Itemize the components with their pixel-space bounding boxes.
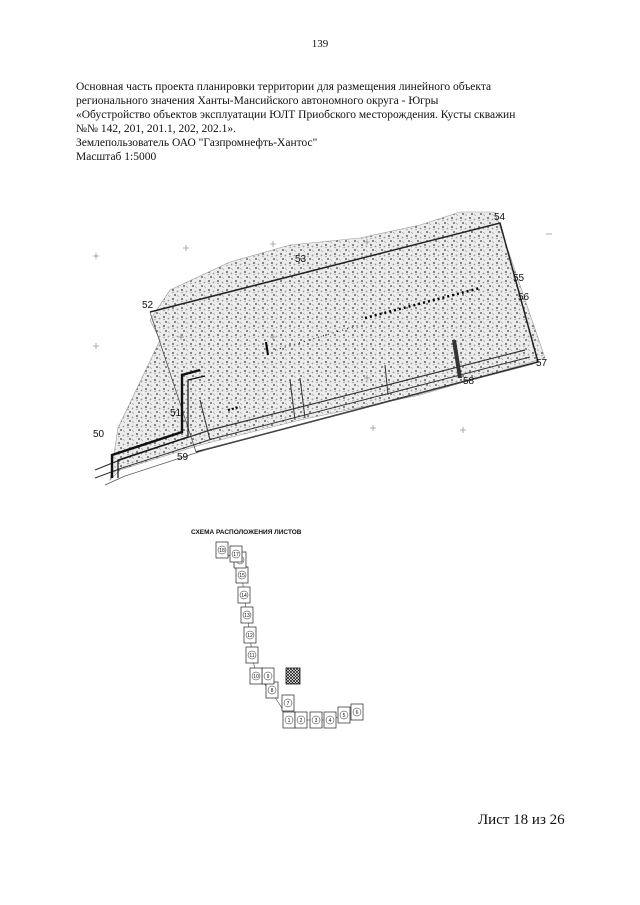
sheet-counter: Лист 18 из 26 [478, 812, 565, 828]
point-label: 57 [536, 358, 548, 369]
header-line: регионального значения Ханты-Мансийского… [76, 95, 439, 107]
structure-line [265, 341, 269, 356]
scheme-sheet-box [323, 711, 337, 729]
structure-line [199, 399, 211, 441]
scheme-sheet-marker [352, 707, 362, 717]
scheme-sheet-number: 17 [233, 552, 239, 558]
drainage-feature [452, 340, 462, 378]
point-label: 58 [463, 376, 475, 387]
scheme-sheet-box [309, 711, 323, 729]
scheme-sheet-box [281, 694, 295, 712]
header-line: «Обустройство объектов эксплуатации ЮЛТ … [76, 109, 516, 121]
scheme-sheet-number: 3 [315, 718, 318, 724]
point-label: 59 [177, 452, 189, 463]
scheme-sheet-number: 6 [356, 710, 359, 716]
scheme-sheet-number: 18 [219, 548, 225, 554]
scheme-sheet-box [294, 711, 308, 729]
grid-cross [93, 233, 552, 433]
scheme-sheet-marker [325, 715, 335, 725]
header-line: №№ 142, 201, 201.1, 202, 202.1». [76, 123, 236, 135]
road-corridor [94, 356, 531, 479]
header-line: Землепользователь ОАО "Газпромнефть-Хант… [76, 137, 318, 149]
current-sheet [285, 667, 301, 685]
scheme-sheet-box [215, 541, 229, 559]
scheme-sheet-box [240, 606, 254, 624]
header-line: Основная часть проекта планировки террит… [76, 81, 492, 93]
scheme-sheet-marker [239, 590, 249, 600]
scheme-sheet-marker [247, 650, 257, 660]
scheme-sheet-number: 4 [329, 718, 332, 724]
point-label: 53 [295, 254, 307, 265]
scheme-sheet-marker [311, 715, 321, 725]
scheme-sheet-number: 2 [300, 718, 303, 724]
point-label: 56 [518, 292, 530, 303]
header-line: Масштаб 1:5000 [76, 151, 157, 163]
point-label: 50 [93, 429, 105, 440]
scheme-sheet-box [229, 545, 243, 563]
site-plan-map: 50 51 52 53 54 55 56 57 58 59 [93, 211, 552, 486]
scheme-sheet-number: 10 [253, 674, 259, 680]
scheme-sheet-number: 12 [247, 633, 253, 639]
scheme-sheet-number: 9 [267, 674, 270, 680]
scheme-sheet-marker [251, 671, 261, 681]
scheme-sheet-number: 8 [271, 688, 274, 694]
scheme-sheet-marker [242, 610, 252, 620]
point-label: 51 [170, 408, 182, 419]
road-corridor [104, 363, 534, 486]
scheme-sheet-marker [283, 698, 293, 708]
scheme-sheet-box [350, 703, 364, 721]
structure-line [299, 377, 306, 419]
scheme-sheet-number: 1 [288, 718, 291, 724]
scheme-sheet-marker [231, 549, 241, 559]
scheme-sheet-marker [339, 710, 349, 720]
scheme-sheet-number: 14 [241, 593, 247, 599]
scheme-sheet-number: 13 [244, 613, 250, 619]
scheme-sheet-box [249, 667, 263, 685]
scheme-sheet-number: 15 [239, 573, 245, 579]
scheme-sheet-marker [284, 715, 294, 725]
point-label: 55 [513, 273, 525, 284]
scheme-sheet-marker [296, 715, 306, 725]
scheme-sheet-box [243, 626, 257, 644]
point-label: 54 [494, 212, 506, 223]
scheme-sheet-marker [245, 630, 255, 640]
scheme-sheet-marker [263, 671, 273, 681]
structure-line [289, 379, 296, 421]
pipeline-route [110, 368, 201, 478]
scheme-sheet-box [245, 646, 259, 664]
forest-area [109, 211, 546, 481]
scheme-sheet-marker [217, 545, 227, 555]
scheme-sheet-marker [237, 570, 247, 580]
scheme-sheet-number: 7 [287, 701, 290, 707]
scheme-sheet-number: 5 [343, 713, 346, 719]
point-label: 52 [142, 300, 154, 311]
scheme-title: СХЕМА РАСПОЛОЖЕНИЯ ЛИСТОВ [191, 529, 302, 536]
page-number: 139 [311, 38, 329, 50]
structure-line [384, 364, 389, 396]
document-header: Основная часть проекта планировки террит… [76, 80, 576, 164]
scheme-sheet-number: 11 [249, 653, 254, 659]
pipeline-route [117, 375, 206, 478]
scheme-sheet-marker [267, 685, 277, 695]
scheme-sheet-box [237, 586, 251, 604]
scheme-sheet-box [337, 706, 351, 724]
